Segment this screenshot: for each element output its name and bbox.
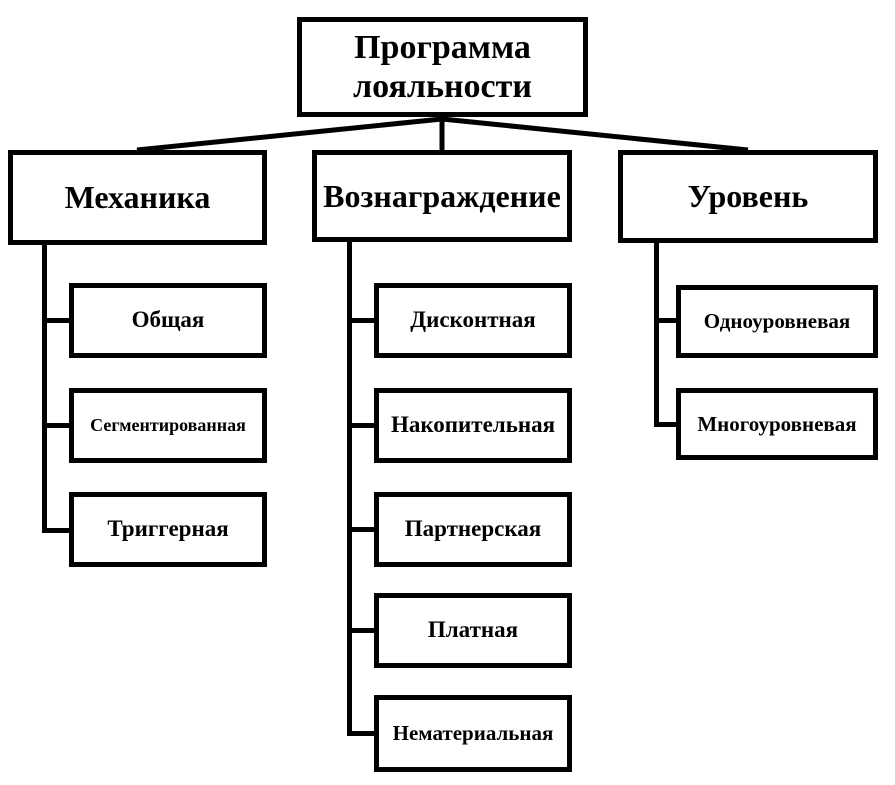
stub-mechanics-child-1 <box>42 318 72 323</box>
node-root-label: Программа лояльности <box>353 28 532 106</box>
node-reward-child-5-label: Нематериальная <box>392 721 554 746</box>
node-root-label-line1: Программа <box>354 28 531 66</box>
node-level-child-1-label: Одноуровневая <box>703 309 851 334</box>
stub-reward-child-5 <box>347 731 377 736</box>
node-root[interactable]: Программа лояльности <box>297 17 588 117</box>
node-level-child-1[interactable]: Одноуровневая <box>676 285 878 358</box>
node-reward-child-4-label: Платная <box>427 617 519 643</box>
node-root-label-line2: лояльности <box>353 68 532 105</box>
node-branch-level[interactable]: Уровень <box>618 150 878 243</box>
stub-level-child-2 <box>654 422 679 427</box>
node-reward-child-3[interactable]: Партнерская <box>374 492 572 567</box>
node-mechanics-child-1[interactable]: Общая <box>69 283 267 358</box>
node-reward-child-3-label: Партнерская <box>404 516 542 542</box>
node-branch-mechanics-label: Механика <box>64 179 211 216</box>
node-reward-child-1[interactable]: Дисконтная <box>374 283 572 358</box>
node-mechanics-child-2-label: Сегментированная <box>90 415 246 436</box>
stub-reward-child-3 <box>347 527 377 532</box>
stub-reward-child-4 <box>347 628 377 633</box>
node-level-child-2[interactable]: Многоуровневая <box>676 388 878 460</box>
node-reward-child-2-label: Накопительная <box>390 412 556 438</box>
node-reward-child-5[interactable]: Нематериальная <box>374 695 572 772</box>
node-reward-child-1-label: Дисконтная <box>410 307 536 333</box>
node-mechanics-child-1-label: Общая <box>131 307 205 333</box>
node-branch-mechanics[interactable]: Механика <box>8 150 267 245</box>
stub-mechanics-child-2 <box>42 423 72 428</box>
node-reward-child-2[interactable]: Накопительная <box>374 388 572 463</box>
node-branch-reward[interactable]: Вознаграждение <box>312 150 572 242</box>
stub-level-child-1 <box>654 318 679 323</box>
node-branch-level-label: Уровень <box>687 178 809 215</box>
node-mechanics-child-3-label: Триггерная <box>107 516 229 542</box>
trunk-mechanics <box>42 245 47 533</box>
stub-reward-child-2 <box>347 423 377 428</box>
stub-reward-child-1 <box>347 318 377 323</box>
node-branch-reward-label: Вознаграждение <box>323 177 561 214</box>
stub-mechanics-child-3 <box>42 528 72 533</box>
node-mechanics-child-2[interactable]: Сегментированная <box>69 388 267 463</box>
trunk-reward <box>347 242 352 736</box>
node-level-child-2-label: Многоуровневая <box>697 411 857 436</box>
trunk-level <box>654 243 659 427</box>
node-reward-child-4[interactable]: Платная <box>374 593 572 668</box>
node-mechanics-child-3[interactable]: Триггерная <box>69 492 267 567</box>
